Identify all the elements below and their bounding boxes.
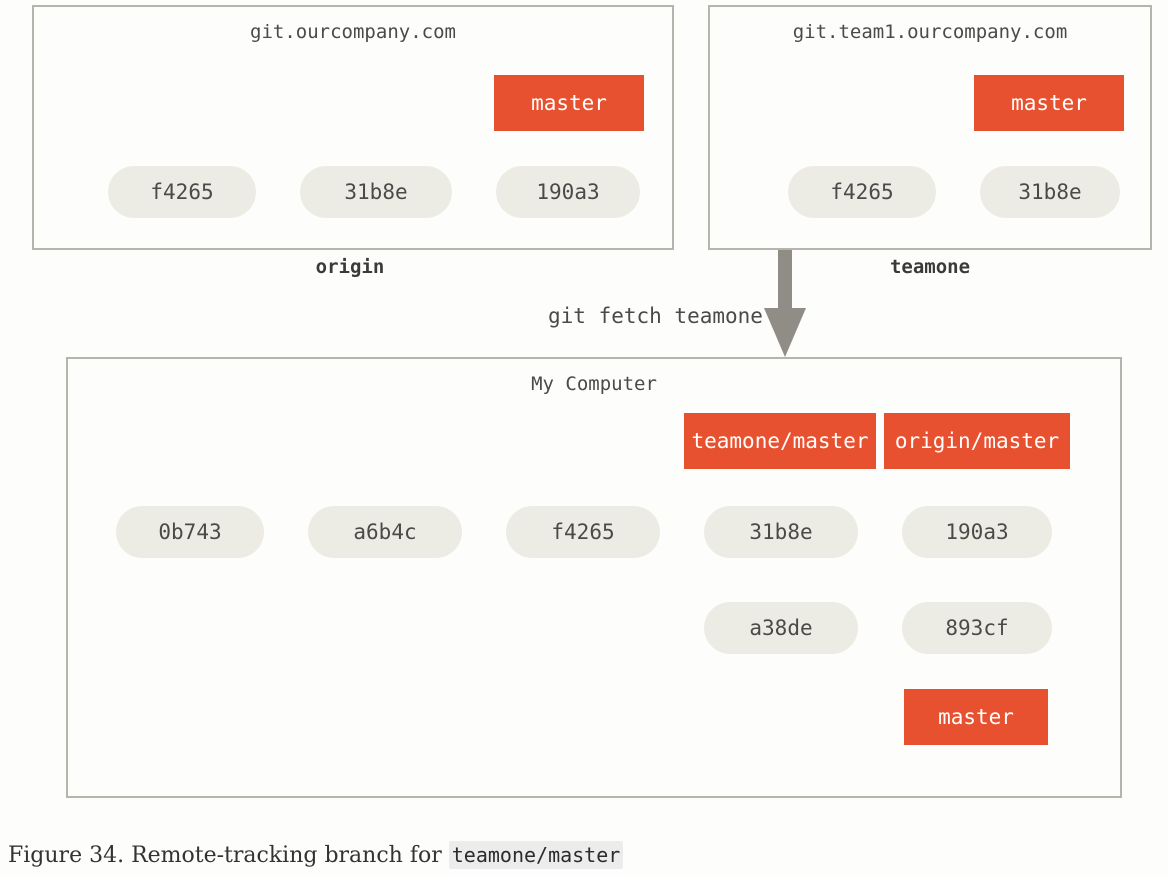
branch-label[interactable]: teamone/master	[684, 413, 876, 469]
panel-origin-caption: origin	[315, 256, 385, 278]
branch-label[interactable]: master	[974, 75, 1124, 131]
commit-node[interactable]: 31b8e	[300, 166, 452, 218]
commit-node[interactable]: 31b8e	[980, 166, 1120, 218]
commit-node[interactable]: a38de	[704, 602, 858, 654]
panel-origin-title: git.ourcompany.com	[250, 21, 456, 43]
commit-node[interactable]: f4265	[108, 166, 256, 218]
figure-caption: Figure 34. Remote-tracking branch for te…	[8, 841, 624, 869]
commit-node[interactable]: 190a3	[902, 506, 1052, 558]
figure-caption-text: Figure 34. Remote-tracking branch for	[8, 843, 449, 868]
panel-my-computer-title: My Computer	[531, 373, 657, 395]
commit-node[interactable]: a6b4c	[308, 506, 462, 558]
panel-teamone-caption: teamone	[889, 256, 971, 278]
branch-label[interactable]: master	[904, 689, 1048, 745]
commit-node[interactable]: f4265	[788, 166, 936, 218]
branch-label[interactable]: master	[494, 75, 644, 131]
commit-node[interactable]: 893cf	[902, 602, 1052, 654]
panel-teamone-title: git.team1.ourcompany.com	[792, 21, 1068, 43]
commit-node[interactable]: 190a3	[496, 166, 640, 218]
git-fetch-command-label: git fetch teamone	[548, 304, 763, 328]
commit-node[interactable]: 31b8e	[704, 506, 858, 558]
commit-node[interactable]: f4265	[506, 506, 660, 558]
branch-label[interactable]: origin/master	[884, 413, 1070, 469]
git-fetch-arrow	[764, 250, 806, 357]
figure-caption-code: teamone/master	[448, 841, 624, 869]
commit-node[interactable]: 0b743	[116, 506, 264, 558]
